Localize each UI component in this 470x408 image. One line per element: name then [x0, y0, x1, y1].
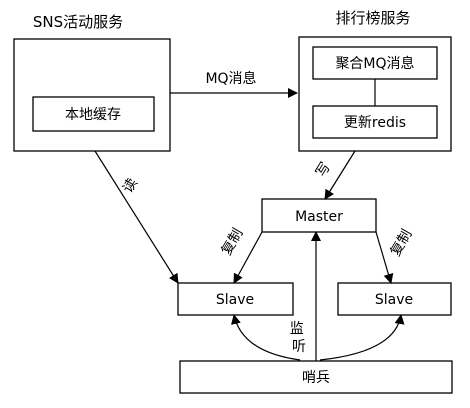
write-label: 写 [313, 160, 334, 180]
local-cache-label: 本地缓存 [65, 107, 121, 123]
sentinel-label: 哨兵 [302, 370, 330, 386]
monitor-right-slave-arrow [319, 314, 405, 361]
mq-label: MQ消息 [205, 70, 256, 87]
local-cache-box [32, 96, 155, 132]
aggregate-mq-label: 聚合MQ消息 [335, 55, 414, 72]
master-box [261, 198, 377, 233]
slave-right-label: Slave [375, 292, 413, 308]
monitor-left-slave-arrow [231, 314, 301, 361]
monitor-label: 监 听 [290, 321, 308, 355]
slave-left-box [177, 282, 294, 316]
update-redis-box [312, 105, 438, 139]
replicate-right-arrow [375, 231, 394, 284]
slave-right-box [337, 282, 452, 316]
write-arrow [324, 150, 356, 200]
sns-service-title: SNS活动服务 [33, 13, 123, 31]
read-label: 读 [119, 175, 141, 196]
slave-left-label: Slave [216, 292, 254, 308]
update-redis-label: 更新redis [344, 115, 406, 131]
master-label: Master [295, 209, 343, 225]
rank-service-title: 排行榜服务 [335, 9, 410, 27]
sentinel-box [179, 360, 453, 394]
replicate-left-label: 复制 [218, 225, 247, 258]
sns-service-box [13, 38, 171, 152]
replicate-left-arrow [233, 231, 263, 284]
replicate-right-label: 复制 [387, 226, 416, 259]
read-arrow [94, 150, 179, 284]
